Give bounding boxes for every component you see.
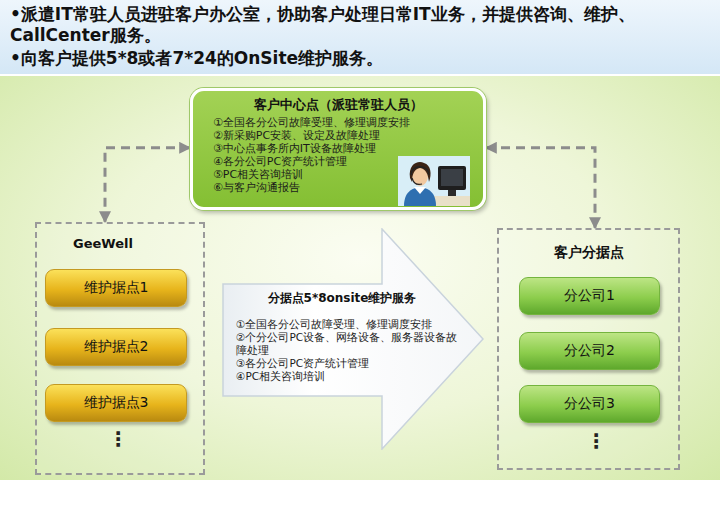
node-heading: 分据点5*8onsite维护服务	[216, 290, 468, 307]
node-text: ③各分公司PC资产统计管理	[236, 357, 468, 370]
branch-box: 分公司1	[519, 277, 660, 315]
node-heading: 维护据点2	[84, 338, 149, 356]
node-heading: 客户中心点（派驻常驻人员）	[203, 96, 473, 113]
bullet-text: •向客户提供5*8或者7*24的OnSite维护服务。	[10, 48, 690, 69]
ellipsis-mark: ⋮	[108, 428, 128, 450]
ellipsis-mark: ⋮	[586, 430, 606, 452]
node-heading: GeeWell	[37, 224, 203, 251]
arrow-text-block: 分据点5*8onsite维护服务①全国各分公司故障受理、修理调度安排②个分公司P…	[236, 290, 468, 383]
node-text: ①全国各分公司故障受理、修理调度安排	[236, 318, 468, 331]
site-box: 维护据点1	[45, 269, 187, 307]
site-box: 维护据点3	[45, 384, 187, 422]
node-text: ②新采购PC安装、设定及故障处理	[213, 129, 473, 142]
site-box: 维护据点2	[45, 328, 187, 366]
node-text: ⑥与客户沟通报告	[213, 181, 473, 194]
bullet-text: •派遣IT常驻人员进驻客户办公室，协助客户处理日常IT业务，并提供咨询、维护、C…	[10, 4, 690, 46]
center-box: 客户中心点（派驻常驻人员） ①全国各分公司故障受理、修理调度安排②新采购PC安装、…	[190, 88, 486, 210]
node-text: ④PC相关咨询培训	[236, 370, 468, 383]
node-text: ⑤PC相关咨询培训	[213, 168, 473, 181]
node-text: ①全国各分公司故障受理、修理调度安排	[213, 116, 473, 129]
service-arrow: 分据点5*8onsite维护服务①全国各分公司故障受理、修理调度安排②个分公司P…	[222, 228, 484, 450]
node-heading: 分公司2	[564, 342, 615, 360]
node-text: ③中心点事务所内IT设备故障处理	[213, 142, 473, 155]
node-text: ④各分公司PC资产统计管理	[213, 155, 473, 168]
node-heading: 分公司3	[564, 395, 615, 413]
branch-box: 分公司2	[519, 332, 660, 370]
node-heading: 维护据点3	[84, 394, 149, 412]
dashed-connector	[105, 148, 190, 222]
node-heading: 维护据点1	[84, 279, 149, 297]
node-heading: 客户分据点	[499, 230, 678, 262]
branch-box: 分公司3	[519, 385, 660, 423]
node-heading: 分公司1	[564, 287, 615, 305]
dashed-connector	[486, 148, 595, 228]
node-text: ②个分公司PC设备、网络设备、服务器设备故障处理	[236, 331, 468, 357]
